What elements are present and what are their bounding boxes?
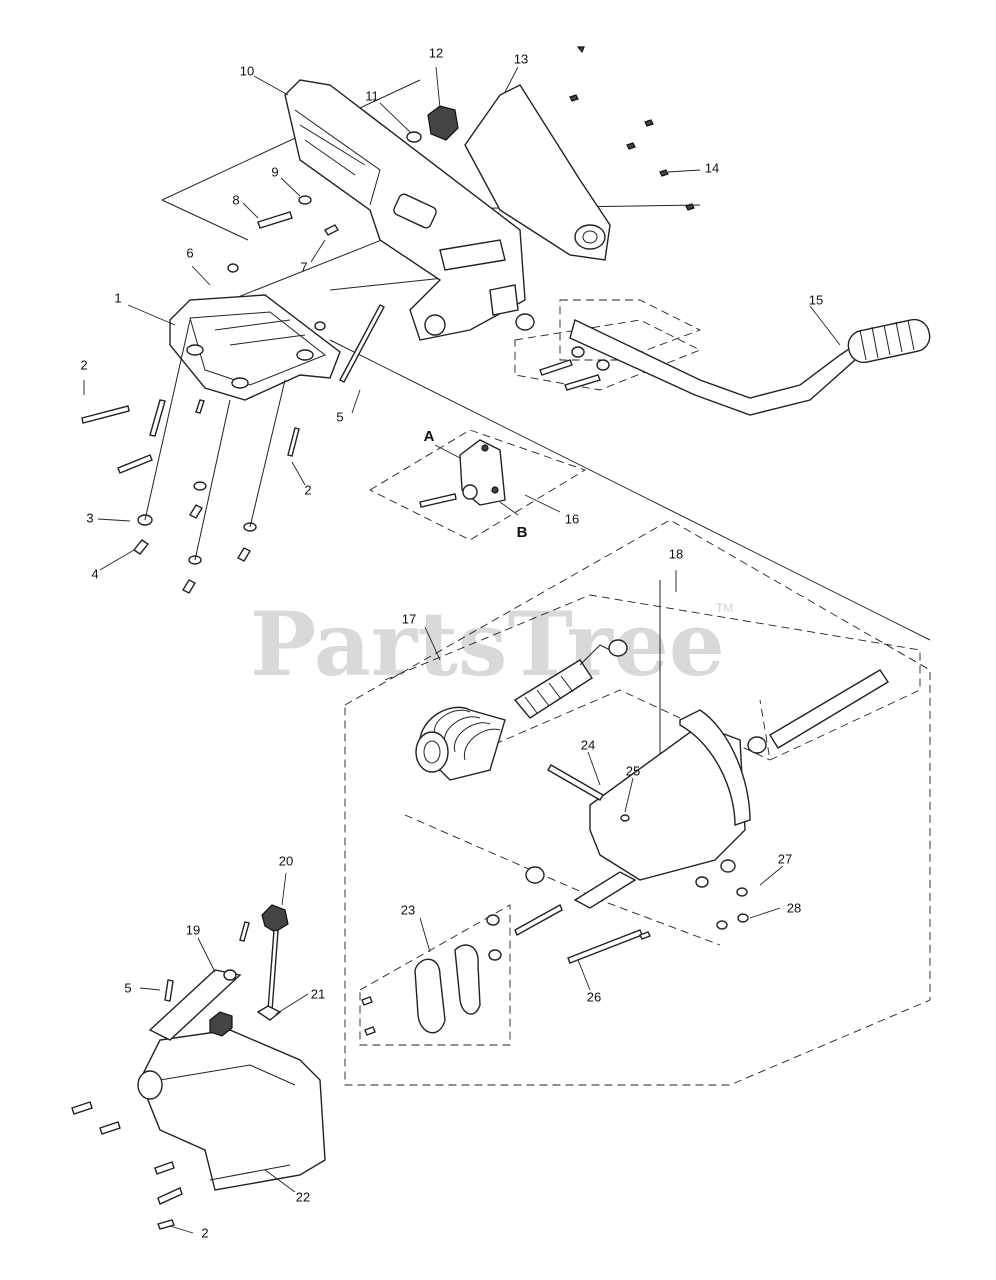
callout-12: 12	[429, 45, 443, 60]
springs-17	[415, 639, 628, 781]
pedal-bracket	[284, 79, 526, 341]
callout-5-bottom: 5	[124, 980, 131, 995]
lower-left-assembly	[71, 904, 326, 1230]
callout-22: 22	[296, 1189, 310, 1204]
callouts: 1 2 3 4 5 2 6 7 8 9 10 11 12 13 14 15 16…	[80, 45, 823, 1240]
callout-19: 19	[186, 922, 200, 937]
callout-14: 14	[705, 160, 719, 175]
callout-28: 28	[787, 900, 801, 915]
callout-8: 8	[232, 192, 239, 207]
callout-25: 25	[626, 763, 640, 778]
screws-14	[569, 46, 695, 211]
callout-1: 1	[114, 290, 121, 305]
knob-12	[427, 105, 459, 141]
watermark-text: PartsTree	[250, 592, 725, 696]
bolt-7	[324, 224, 339, 236]
callout-11: 11	[365, 88, 379, 103]
washer-9	[298, 195, 312, 205]
callout-10: 10	[240, 63, 254, 78]
callout-5-top: 5	[336, 409, 343, 424]
callout-7: 7	[300, 259, 307, 274]
cover-13	[464, 84, 611, 261]
rod-18	[747, 669, 889, 754]
latch-16	[419, 439, 506, 508]
left-fasteners	[81, 263, 385, 594]
callout-2-mid: 2	[304, 482, 311, 497]
callout-letter-a: A	[424, 428, 435, 445]
callout-20: 20	[279, 853, 293, 868]
small-hardware-lower	[486, 887, 749, 964]
footplate-1	[169, 294, 341, 401]
callout-6: 6	[186, 245, 193, 260]
callout-letter-b: B	[517, 524, 528, 541]
callout-17: 17	[402, 611, 416, 626]
lower-frame	[525, 709, 751, 909]
leader-lines	[83, 66, 841, 1234]
callout-16: 16	[565, 511, 579, 526]
washer-11	[406, 131, 422, 143]
callout-4: 4	[91, 566, 98, 581]
watermark-trademark: TM	[716, 601, 733, 615]
callout-26: 26	[587, 989, 601, 1004]
bolt-8	[257, 211, 293, 229]
callout-3: 3	[86, 510, 93, 525]
callout-2-bottom: 2	[201, 1225, 208, 1240]
callout-21: 21	[311, 986, 325, 1001]
callout-24: 24	[581, 737, 595, 752]
handle-15	[515, 313, 931, 416]
brackets-23	[361, 944, 481, 1036]
callout-18: 18	[669, 546, 683, 561]
callout-2-top: 2	[80, 357, 87, 372]
callout-27: 27	[778, 851, 792, 866]
callout-13: 13	[514, 51, 528, 66]
callout-15: 15	[809, 292, 823, 307]
callout-9: 9	[271, 164, 278, 179]
callout-23: 23	[401, 902, 415, 917]
